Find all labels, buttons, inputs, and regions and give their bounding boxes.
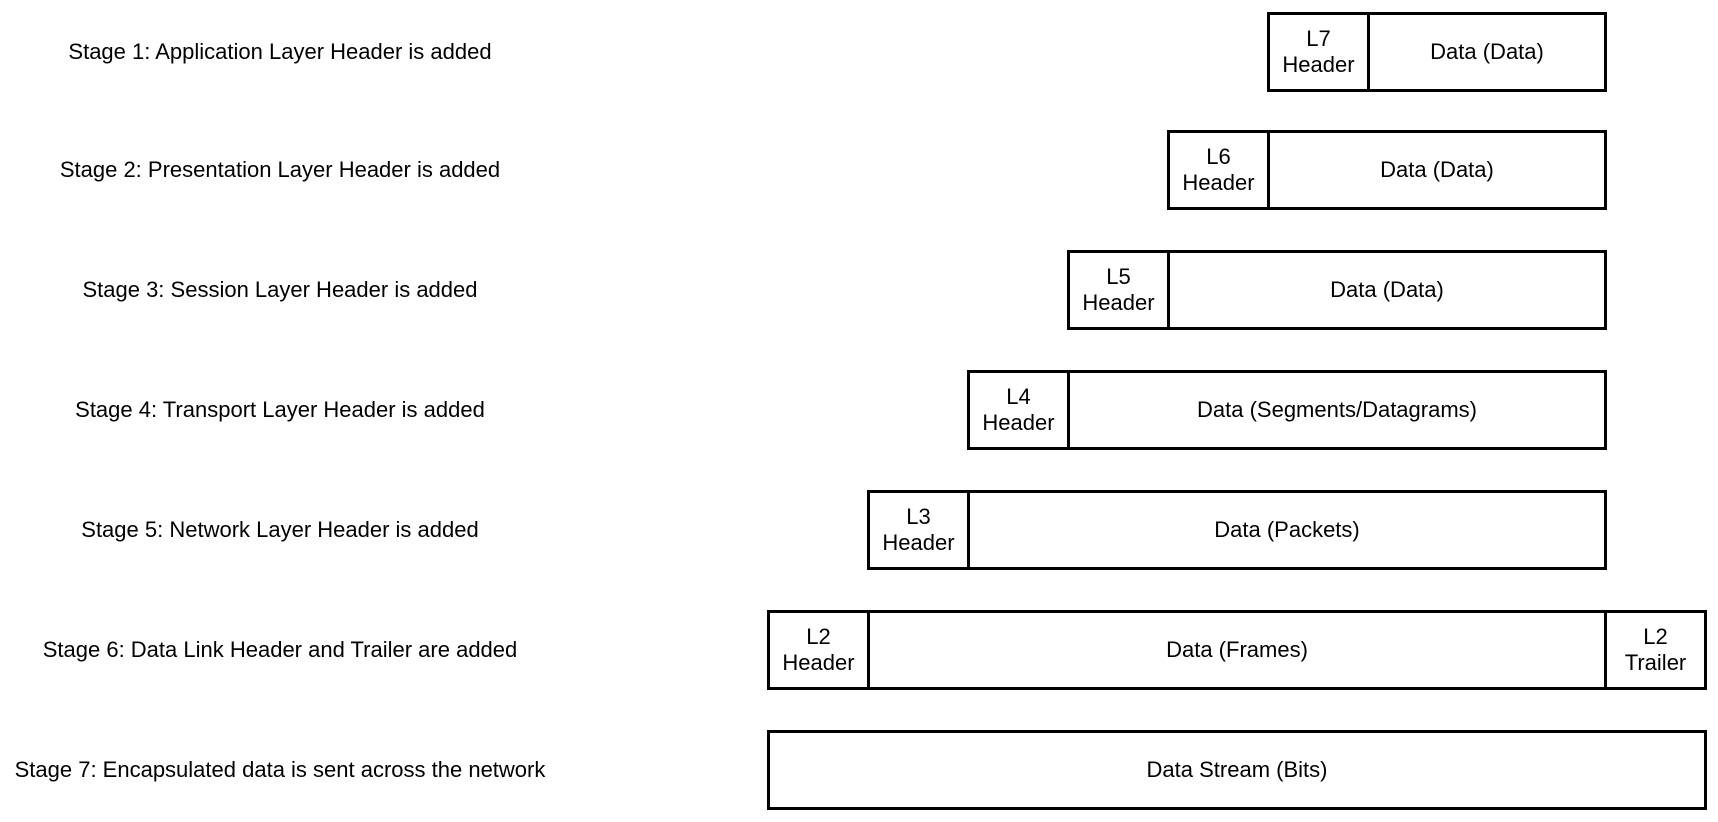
stage-3-header-word: Header bbox=[1082, 290, 1155, 315]
stage-2-data-text: Data (Data) bbox=[1380, 157, 1494, 182]
stage-1-label: Stage 1: Application Layer Header is add… bbox=[68, 39, 492, 64]
stage-2-header-layer: L6 bbox=[1206, 144, 1231, 169]
stage-2-header-word: Header bbox=[1182, 170, 1255, 195]
stage-1-data-cell: Data (Data) bbox=[1367, 15, 1604, 89]
stage-5-data-text: Data (Packets) bbox=[1214, 517, 1360, 542]
stage-6-header-layer: L2 bbox=[806, 624, 831, 649]
stage-1-header-cell: L7 Header bbox=[1270, 15, 1367, 89]
stage-3-header-layer: L5 bbox=[1106, 264, 1131, 289]
stage-5-pdu-box: L3 Header Data (Packets) bbox=[867, 490, 1607, 570]
stage-1-data-text: Data (Data) bbox=[1430, 39, 1544, 64]
stage-6-pdu-box: L2 Header Data (Frames) L2 Trailer bbox=[767, 610, 1707, 690]
stage-4-label: Stage 4: Transport Layer Header is added bbox=[75, 397, 485, 422]
stage-2-pdu-box: L6 Header Data (Data) bbox=[1167, 130, 1607, 210]
stage-6-trailer-word: Trailer bbox=[1624, 650, 1687, 675]
stage-4-pdu-box: L4 Header Data (Segments/Datagrams) bbox=[967, 370, 1607, 450]
stage-6-header-word: Header bbox=[782, 650, 855, 675]
stage-5-header-cell: L3 Header bbox=[870, 493, 967, 567]
stage-7-data-text: Data Stream (Bits) bbox=[1146, 757, 1328, 782]
stage-3-data-text: Data (Data) bbox=[1330, 277, 1444, 302]
stage-7-label: Stage 7: Encapsulated data is sent acros… bbox=[14, 757, 546, 782]
stage-2-label: Stage 2: Presentation Layer Header is ad… bbox=[59, 157, 501, 182]
stage-5-header-layer: L3 bbox=[906, 504, 931, 529]
stage-5-label: Stage 5: Network Layer Header is added bbox=[81, 517, 479, 542]
stage-2-header-cell: L6 Header bbox=[1170, 133, 1267, 207]
stage-6-data-cell: Data (Frames) bbox=[867, 613, 1604, 687]
stage-5-data-cell: Data (Packets) bbox=[967, 493, 1604, 567]
stage-6-trailer-cell: L2 Trailer bbox=[1604, 613, 1704, 687]
stage-1-pdu-box: L7 Header Data (Data) bbox=[1267, 12, 1607, 92]
stage-4-data-text: Data (Segments/Datagrams) bbox=[1197, 397, 1477, 422]
stage-3-header-cell: L5 Header bbox=[1070, 253, 1167, 327]
stage-6-header-cell: L2 Header bbox=[770, 613, 867, 687]
stage-7-pdu-box: Data Stream (Bits) bbox=[767, 730, 1707, 810]
stage-3-data-cell: Data (Data) bbox=[1167, 253, 1604, 327]
stage-4-data-cell: Data (Segments/Datagrams) bbox=[1067, 373, 1604, 447]
stage-3-label: Stage 3: Session Layer Header is added bbox=[82, 277, 478, 302]
stage-4-header-word: Header bbox=[982, 410, 1055, 435]
stage-6-trailer-layer: L2 bbox=[1643, 624, 1668, 649]
stage-5-header-word: Header bbox=[882, 530, 955, 555]
stage-4-header-layer: L4 bbox=[1006, 384, 1031, 409]
stage-2-data-cell: Data (Data) bbox=[1267, 133, 1604, 207]
stage-7-data-cell: Data Stream (Bits) bbox=[770, 733, 1704, 807]
stage-6-label: Stage 6: Data Link Header and Trailer ar… bbox=[42, 637, 518, 662]
stage-4-header-cell: L4 Header bbox=[970, 373, 1067, 447]
stage-6-data-text: Data (Frames) bbox=[1166, 637, 1308, 662]
stage-3-pdu-box: L5 Header Data (Data) bbox=[1067, 250, 1607, 330]
stage-1-header-word: Header bbox=[1282, 52, 1355, 77]
stage-1-header-layer: L7 bbox=[1306, 26, 1331, 51]
